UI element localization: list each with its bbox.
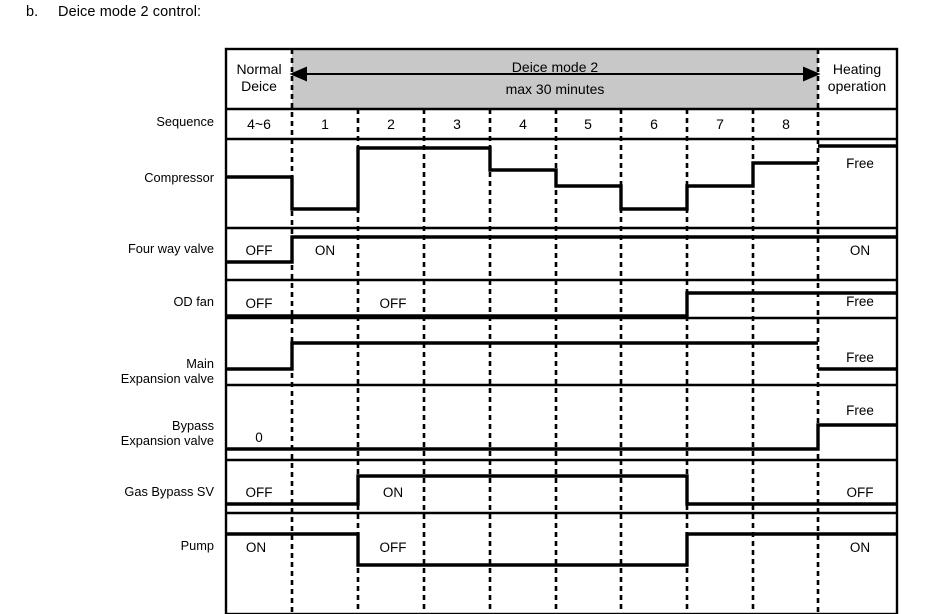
- sequence-cell: 4: [519, 116, 527, 132]
- waveform-od-fan: [226, 291, 897, 318]
- row-label-column: Sequence Compressor Four way valve OD fa…: [0, 0, 214, 614]
- bypass-zero-label: 0: [255, 430, 263, 445]
- svg-text:operation: operation: [828, 78, 886, 94]
- pump-on-label: ON: [246, 540, 266, 555]
- caption-marker: b.: [26, 4, 39, 20]
- four-way-on-label: ON: [315, 243, 335, 258]
- sequence-cells: 4~6 1 2 3 4 5 6 7 8: [247, 116, 790, 132]
- gas-bypass-on-label: ON: [383, 485, 403, 500]
- arrow-left-icon: [289, 66, 307, 82]
- waveform-compressor: [226, 144, 897, 211]
- arrow-right-icon: [803, 66, 821, 82]
- figure-caption: b. Deice mode 2 control:: [26, 4, 201, 20]
- sequence-cell: 7: [716, 116, 724, 132]
- svg-text:Normal: Normal: [236, 61, 281, 77]
- row-label-gas-bypass-sv: Gas Bypass SV: [124, 484, 214, 499]
- waveform-gas-bypass-sv: [226, 474, 897, 506]
- deice-mode-subtitle: max 30 minutes: [506, 81, 605, 97]
- table-grid: [224, 47, 899, 614]
- waveform-main-expansion-valve: [226, 341, 897, 371]
- header-mode-title: Deice mode 2 max 30 minutes: [506, 59, 605, 97]
- row-label-od-fan: OD fan: [173, 294, 214, 309]
- gas-bypass-off-label: OFF: [246, 485, 273, 500]
- od-fan-off-label: OFF: [246, 296, 273, 311]
- sequence-cell: 8: [782, 116, 790, 132]
- compressor-free-label: Free: [846, 156, 874, 171]
- bypass-free-label: Free: [846, 403, 874, 418]
- svg-text:Deice: Deice: [241, 78, 277, 94]
- svg-text:Heating: Heating: [833, 61, 881, 77]
- caption-text: Deice mode 2 control:: [58, 4, 202, 20]
- sequence-cell: 5: [584, 116, 592, 132]
- sequence-cell: 6: [650, 116, 658, 132]
- row-label-four-way-valve: Four way valve: [127, 241, 214, 256]
- deice-mode-band: [292, 49, 818, 109]
- header-heating-operation: Heating operation: [828, 61, 886, 94]
- four-way-off-label: OFF: [246, 243, 273, 258]
- row-label-pump: Pump: [180, 538, 214, 553]
- waveform-bypass-expansion-valve: [226, 423, 897, 451]
- od-fan-off-label-2: OFF: [380, 296, 407, 311]
- sequence-cell: 2: [387, 116, 395, 132]
- waveform-four-way-valve: [226, 235, 897, 264]
- main-valve-free-label: Free: [846, 350, 874, 365]
- sequence-cell: 1: [321, 116, 329, 132]
- waveform-pump: [226, 532, 897, 567]
- sequence-cell: 3: [453, 116, 461, 132]
- row-label-main-expansion-valve: Main Expansion valve: [120, 356, 214, 386]
- row-label-compressor: Compressor: [144, 170, 214, 185]
- gas-bypass-off-heating-label: OFF: [847, 485, 874, 500]
- row-label-bypass-expansion-valve: Bypass Expansion valve: [120, 418, 214, 448]
- four-way-on-heating-label: ON: [850, 243, 870, 258]
- deice-mode-title: Deice mode 2: [512, 59, 599, 75]
- od-fan-free-label: Free: [846, 294, 874, 309]
- row-label-sequence: Sequence: [156, 114, 214, 129]
- pump-on-heating-label: ON: [850, 540, 870, 555]
- deice-span-arrow: [289, 66, 821, 82]
- header-normal-deice: Normal Deice: [236, 61, 281, 94]
- sequence-cell: 4~6: [247, 116, 271, 132]
- pump-off-label: OFF: [380, 540, 407, 555]
- column-dividers: [290, 49, 820, 614]
